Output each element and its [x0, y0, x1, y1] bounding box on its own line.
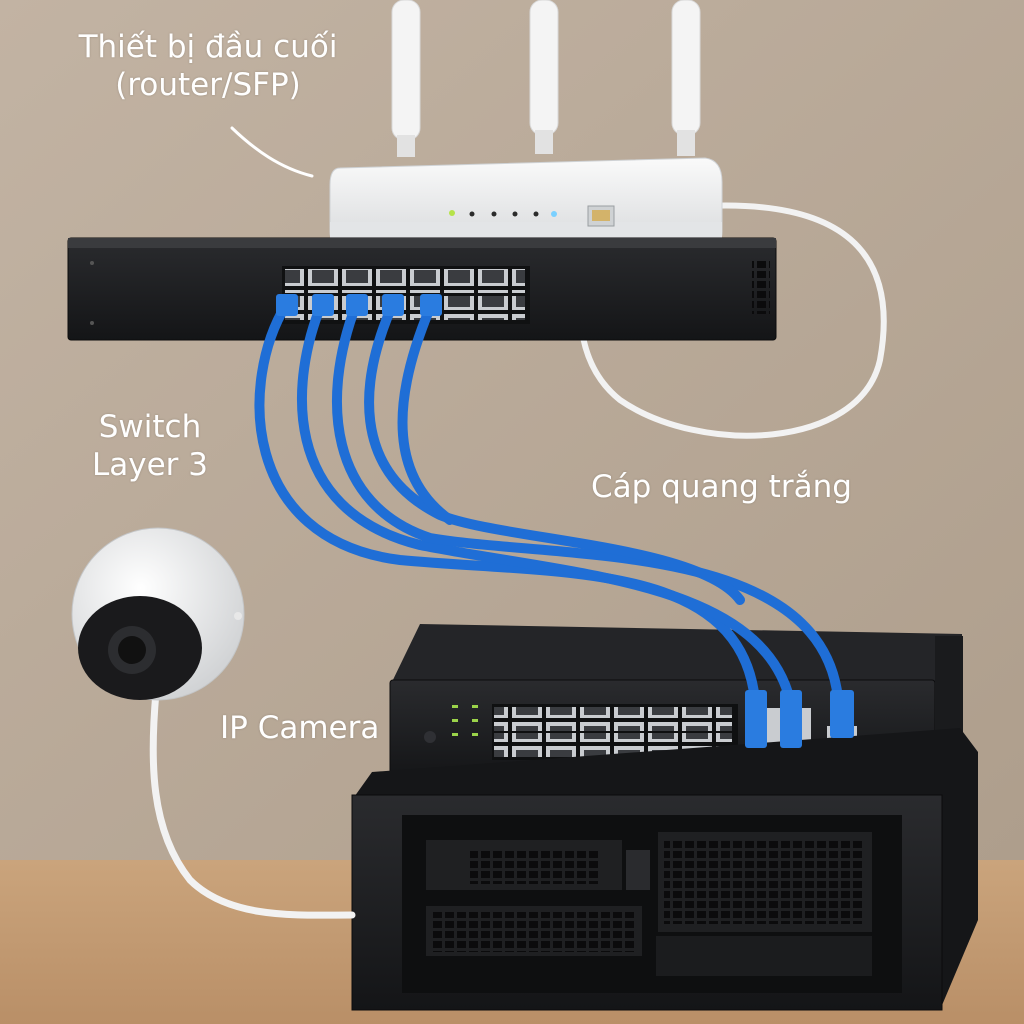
switch-label: Switch Layer 3	[80, 408, 220, 484]
ip-camera-label: IP Camera	[220, 710, 380, 746]
switch-label-line2: Layer 3	[91, 447, 208, 483]
server-icon	[351, 728, 978, 1011]
router-antennas	[391, 0, 701, 157]
ip-camera-icon	[71, 527, 356, 919]
router-label-line2: (router/SFP)	[115, 67, 301, 103]
cable-connectors	[276, 294, 854, 748]
switch-label-line1: Switch	[98, 409, 202, 445]
ethernet-cable-icon	[254, 298, 843, 705]
callout-line	[230, 126, 314, 178]
router-label-line1: Thiết bị đầu cuối	[78, 29, 338, 65]
router-label: Thiết bị đầu cuối (router/SFP)	[48, 28, 368, 104]
router-icon	[329, 157, 723, 246]
fiber-cable-label: Cáp quang trắng	[591, 469, 852, 505]
